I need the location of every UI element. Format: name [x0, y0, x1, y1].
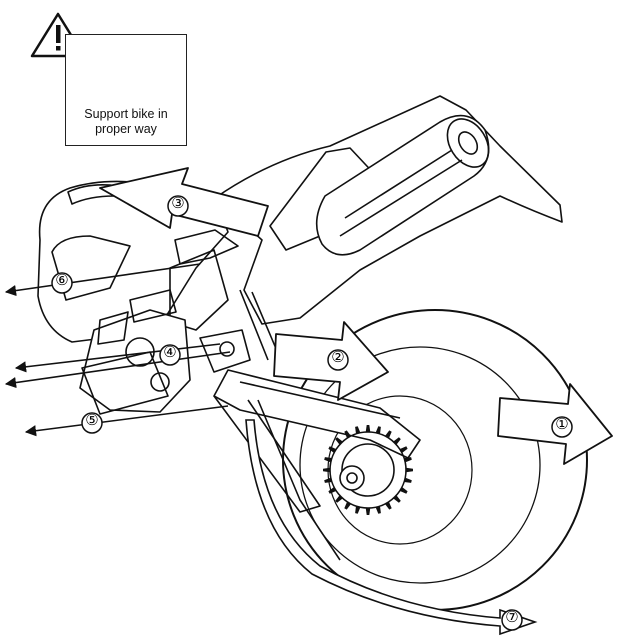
callout-6: ⑥: [55, 272, 69, 289]
support-bike-warning-label: Support bike in proper way: [65, 34, 187, 146]
sprocket-tooth: [323, 467, 331, 473]
sprocket-tooth: [385, 501, 392, 510]
warning-text-line-1: Support bike in: [84, 107, 168, 121]
sprocket-tooth: [375, 426, 381, 434]
sprocket-tooth: [324, 457, 332, 463]
sprocket-tooth: [328, 487, 337, 494]
callout-7: ⑦: [505, 609, 519, 626]
sprocket-tooth: [328, 446, 337, 453]
leader-arrows-4: [4, 343, 231, 389]
sprocket-tooth: [405, 467, 413, 473]
sprocket-tooth: [355, 426, 361, 434]
sprocket-tooth: [404, 477, 412, 483]
callout-4: ④: [163, 344, 177, 361]
sprocket-tooth: [344, 501, 351, 510]
rear-sprocket: [323, 425, 413, 515]
sprocket-tooth: [335, 495, 343, 503]
callout-markers: [51, 195, 573, 631]
sprocket-tooth: [399, 446, 408, 453]
sprocket-tooth: [393, 437, 401, 445]
sprocket-tooth: [404, 457, 412, 463]
sprocket-tooth: [385, 430, 392, 439]
leader-arrow-6: [4, 263, 201, 297]
callout-2: ②: [331, 349, 345, 366]
sprocket-tooth: [399, 487, 408, 494]
sprocket-tooth: [375, 506, 381, 514]
callout-5: ⑤: [85, 412, 99, 429]
callout-3: ③: [171, 195, 185, 212]
leader-arrow-5: [24, 405, 229, 437]
sprocket-tooth: [355, 506, 361, 514]
sprocket-tooth: [393, 495, 401, 503]
sprocket-tooth: [365, 425, 371, 433]
sprocket-tooth: [365, 507, 371, 515]
sprocket-tooth: [344, 430, 351, 439]
warning-text-line-2: proper way: [95, 122, 157, 136]
frame-and-bodywork: [37, 95, 563, 561]
callout-1: ①: [555, 416, 569, 433]
sprocket-tooth: [324, 477, 332, 483]
sprocket-tooth: [335, 437, 343, 445]
